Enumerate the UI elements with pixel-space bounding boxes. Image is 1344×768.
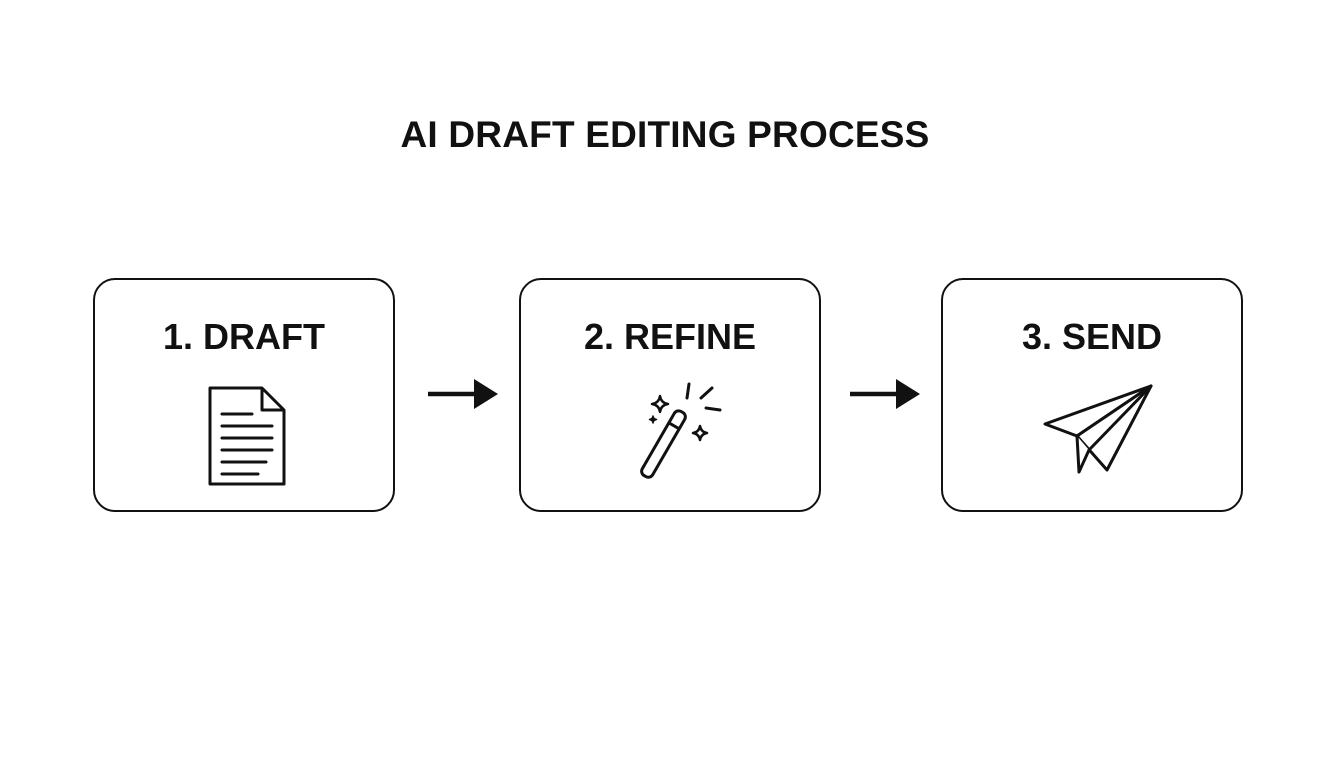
arrow-right-icon [850,379,920,409]
document-icon [208,386,286,486]
step-send-box: 3. SEND [941,278,1243,512]
step-refine-box: 2. REFINE [519,278,821,512]
arrow-right-icon [428,379,498,409]
paper-plane-icon [1043,384,1153,474]
step-draft-label: 1. DRAFT [163,316,325,357]
magic-wand-icon [640,382,722,479]
step-draft-box: 1. DRAFT [93,278,395,512]
diagram-title: AI DRAFT EDITING PROCESS [400,114,930,155]
step-refine-label: 2. REFINE [583,316,757,357]
step-send-label: 3. SEND [1021,316,1163,357]
